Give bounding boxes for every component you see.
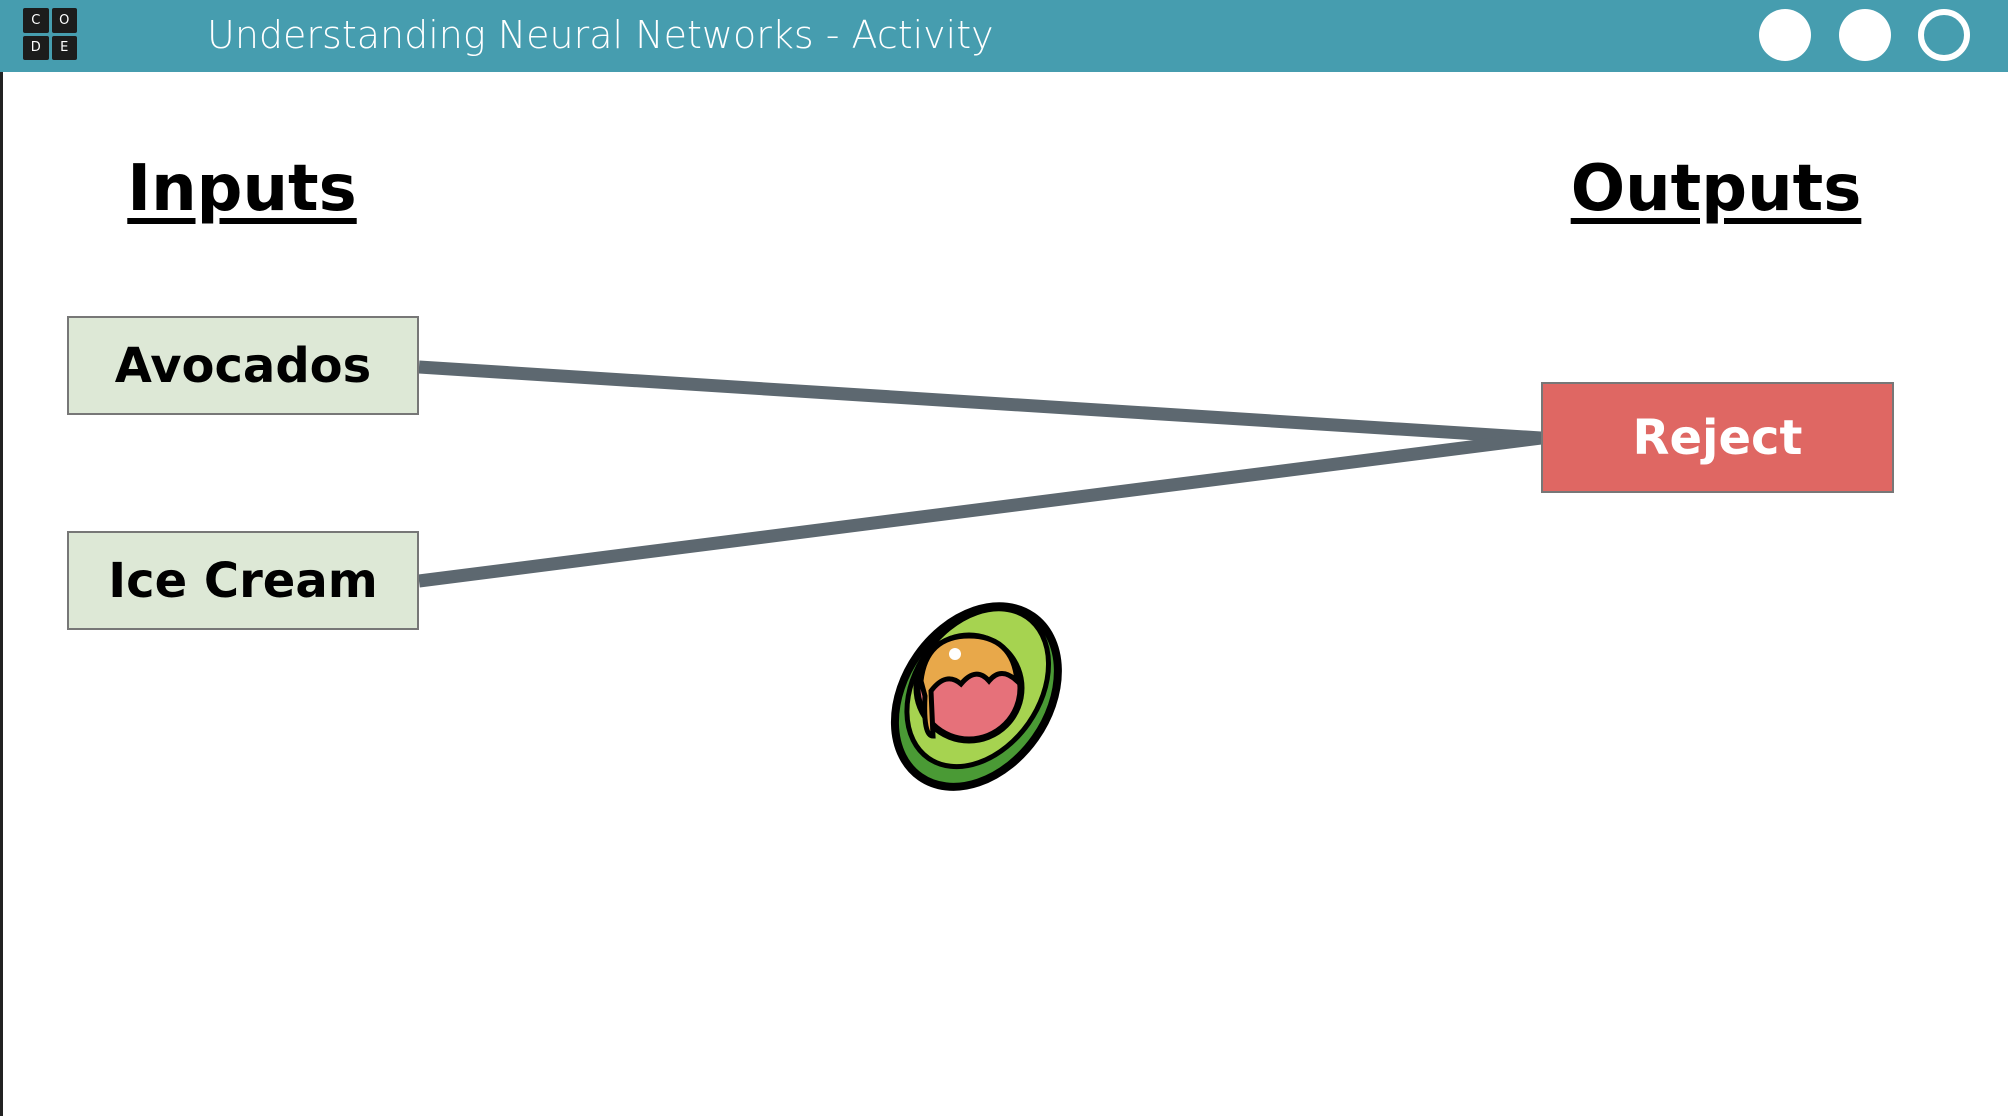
code-logo[interactable]: C O D E xyxy=(23,8,77,60)
output-node-reject[interactable]: Reject xyxy=(1541,382,1894,493)
outputs-heading: Outputs xyxy=(1570,152,1862,226)
connection-icecream-reject xyxy=(418,431,1542,588)
page-title: Understanding Neural Networks - Activity xyxy=(207,13,994,57)
input-node-ice-cream[interactable]: Ice Cream xyxy=(67,531,419,630)
input-node-avocados[interactable]: Avocados xyxy=(67,316,419,415)
connection-avocados-reject xyxy=(418,360,1542,445)
avocado-ice-cream-icon xyxy=(890,602,1062,791)
inputs-heading: Inputs xyxy=(127,152,357,226)
logo-letter: C xyxy=(23,8,49,33)
progress-dot-filled[interactable] xyxy=(1839,9,1891,61)
left-border xyxy=(0,0,3,1116)
logo-letter: D xyxy=(23,35,49,60)
logo-letter: E xyxy=(51,35,77,60)
progress-dot-filled[interactable] xyxy=(1759,9,1811,61)
header-bar: C O D E Understanding Neural Networks - … xyxy=(0,0,2008,72)
progress-dot-current[interactable] xyxy=(1918,9,1970,61)
logo-letter: O xyxy=(51,8,77,33)
